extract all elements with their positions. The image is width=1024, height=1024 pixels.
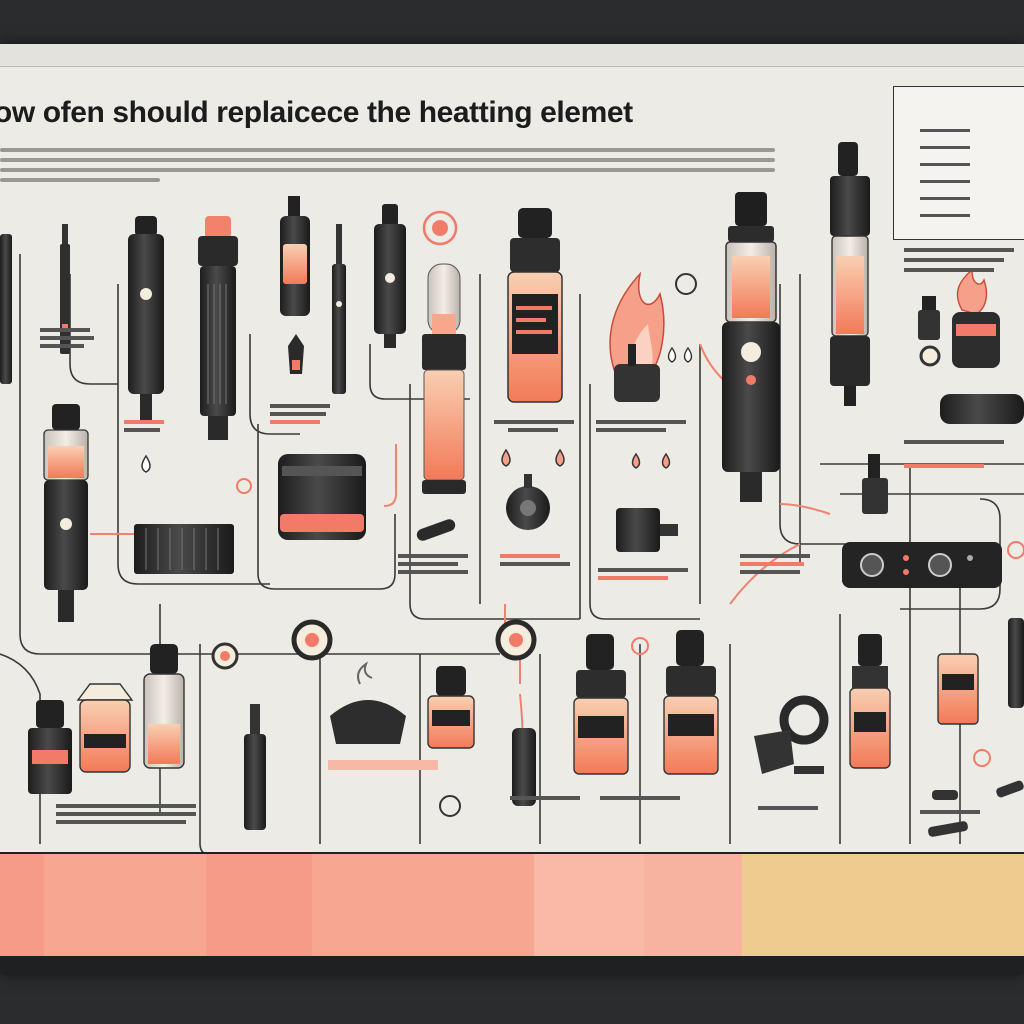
e-liquid-bottle-icon <box>143 644 185 769</box>
table-column <box>0 854 45 956</box>
pod-device-icon <box>128 216 164 420</box>
tank-icon <box>830 142 870 406</box>
drop-icon <box>501 448 671 469</box>
vape-pen-icon <box>332 224 346 394</box>
tank-icon <box>616 508 678 552</box>
replacement-schedule-table <box>0 852 1024 958</box>
e-liquid-bottle-icon <box>918 296 941 367</box>
table-column <box>44 854 207 956</box>
pod-device-icon <box>374 204 406 348</box>
legend-item <box>916 191 970 205</box>
cap-icon <box>754 730 824 774</box>
tank-icon <box>422 263 466 494</box>
cap-icon <box>330 661 406 744</box>
badge-icon <box>236 210 1024 817</box>
cap-icon <box>928 780 1024 837</box>
coil-icon <box>779 695 829 745</box>
e-liquid-bottle-icon <box>862 454 888 514</box>
flame-icon <box>952 268 1000 368</box>
table-column <box>742 854 953 956</box>
legend-item <box>916 140 970 154</box>
drop-icon <box>667 346 693 363</box>
header-strip <box>0 44 1024 67</box>
table-column <box>312 854 535 956</box>
table-column <box>644 854 743 956</box>
e-liquid-bottle-icon <box>427 666 475 749</box>
legend-item <box>916 174 970 188</box>
cap-icon <box>416 519 456 541</box>
infographic-poster: low ofen should replaicece the heatting … <box>0 44 1024 974</box>
vape-pen-icon <box>211 642 266 830</box>
annotation-marks <box>40 248 1014 824</box>
battery-icon <box>134 524 234 574</box>
footer-bar <box>0 956 1024 974</box>
e-liquid-bottle-icon <box>663 630 719 775</box>
legend-item <box>916 157 970 171</box>
e-liquid-bottle-icon <box>849 634 891 769</box>
mod-device-icon <box>842 542 1002 588</box>
battery-icon <box>512 728 536 806</box>
table-column <box>952 854 1024 956</box>
legend-panel <box>893 86 1024 240</box>
vape-pen-icon <box>0 234 12 384</box>
legend-item <box>916 123 970 137</box>
e-liquid-bottle-icon <box>507 208 563 403</box>
mod-device-icon <box>43 404 89 622</box>
coil-icon <box>278 454 366 540</box>
mod-device-icon <box>198 216 238 440</box>
coil-icon <box>506 474 550 530</box>
intro-text-lines <box>0 148 775 182</box>
e-liquid-bottle-icon <box>76 683 134 773</box>
coil-icon <box>60 224 70 354</box>
e-liquid-bottle-icon <box>28 700 72 794</box>
drop-icon <box>141 454 151 473</box>
coil-icon <box>291 619 537 661</box>
connector-lines <box>0 254 1024 857</box>
legend-item <box>916 208 970 222</box>
battery-icon <box>940 394 1024 424</box>
e-liquid-bottle-icon <box>937 618 1024 725</box>
page-title: low ofen should replaicece the heatting … <box>0 96 633 129</box>
tank-icon <box>280 196 310 374</box>
table-column <box>206 854 313 956</box>
mod-device-icon <box>722 192 780 502</box>
diagram-canvas <box>0 142 1024 857</box>
e-liquid-bottle-icon <box>573 634 629 775</box>
flame-icon <box>609 271 665 402</box>
table-column <box>534 854 645 956</box>
